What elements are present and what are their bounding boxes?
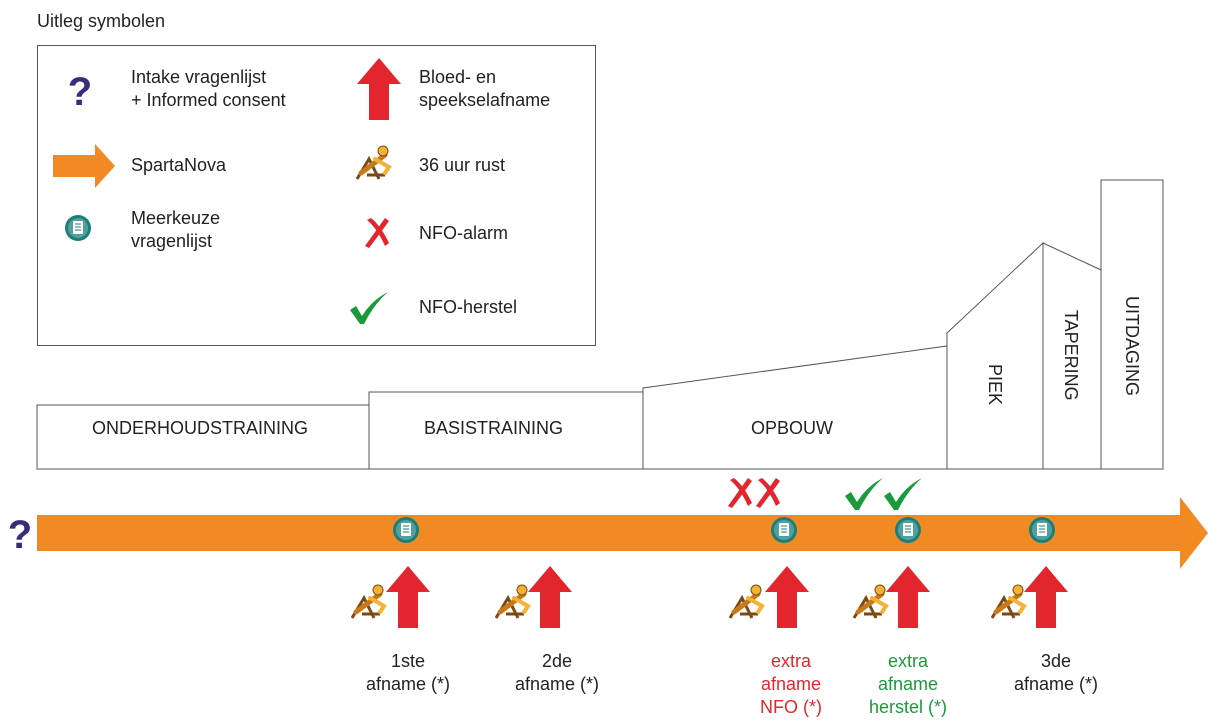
measurement-label-1-line2: afname (*): [365, 674, 451, 694]
measurement-arrow-4: [886, 566, 930, 628]
deckchair-icon-1: [352, 585, 384, 618]
measurement-label-5-line1: 3de: [1040, 651, 1072, 671]
deckchair-icon-4: [854, 585, 886, 618]
legend-title: Uitleg symbolen: [37, 11, 166, 31]
measurement-label-4-line2: afname: [877, 674, 939, 694]
phase-block-uitdaging: [1100, 179, 1164, 470]
legend-label-rust: 36 uur rust: [419, 155, 506, 175]
timeline-question-mark-icon: ?: [8, 513, 32, 557]
deckchair-icon: [357, 146, 389, 179]
measurement-arrow-2: [528, 566, 572, 628]
question-mark-icon: ?: [68, 70, 92, 114]
measurement-label-2: 2de afname (*): [497, 650, 617, 696]
legend-box: [37, 45, 596, 346]
red-up-arrow-icon: [357, 58, 401, 120]
phase-block-piek: [946, 241, 1044, 470]
legend-label-nfo-herstel: NFO-herstel: [419, 297, 518, 317]
deckchair-icon-5: [992, 585, 1024, 618]
red-cross-icon: [365, 218, 389, 248]
measurement-label-2-line2: afname (*): [514, 674, 600, 694]
phase-label-uitdaging: UITDAGING: [1122, 296, 1142, 397]
legend-label-meerkeuze: Meerkeuze vragenlijst: [131, 208, 221, 251]
timeline-questionnaire-icon-4: [1028, 516, 1056, 544]
timeline-red-cross-icon-2: [756, 478, 780, 508]
legend-label-spartanova: SpartaNova: [131, 155, 227, 175]
measurement-label-3-line2: afname: [760, 674, 822, 694]
timeline-questionnaire-icon-1: [392, 516, 420, 544]
timeline-questionnaire-icon-3: [894, 516, 922, 544]
measurement-label-3-line3: NFO (*): [760, 697, 822, 717]
questionnaire-icon: [64, 214, 92, 242]
measurement-label-1-line1: 1ste: [390, 651, 426, 671]
measurement-label-1: 1ste afname (*): [348, 650, 468, 696]
timeline-green-check-icon-1: [845, 478, 883, 510]
phase-block-basis: [368, 391, 644, 470]
timeline-green-check-icon-2: [884, 478, 922, 510]
measurement-arrow-3: [765, 566, 809, 628]
phase-label-tapering: TAPERING: [1061, 310, 1081, 401]
legend-label-intake: Intake vragenlijst + Informed consent: [131, 67, 286, 110]
orange-arrow-icon: [53, 144, 115, 188]
measurement-label-5-line2: afname (*): [1013, 674, 1099, 694]
measurement-label-2-line1: 2de: [541, 651, 573, 671]
measurement-arrow-1: [386, 566, 430, 628]
phase-label-piek: PIEK: [985, 364, 1005, 406]
measurement-arrow-5: [1024, 566, 1068, 628]
measurement-label-3: extra afname NFO (*): [731, 650, 851, 719]
green-check-icon: [350, 292, 388, 324]
measurement-label-3-line1: extra: [770, 651, 812, 671]
timeline-questionnaire-icon-2: [770, 516, 798, 544]
deckchair-icon-3: [730, 585, 762, 618]
deckchair-icon-2: [496, 585, 528, 618]
legend-label-bloed: Bloed- en speekselafname: [419, 67, 551, 110]
legend-label-nfo-alarm: NFO-alarm: [419, 223, 508, 243]
measurement-label-5: 3de afname (*): [996, 650, 1116, 696]
phase-label-onderhoud: ONDERHOUDSTRAINING: [92, 418, 309, 438]
measurement-label-4: extra afname herstel (*): [848, 650, 968, 719]
phase-block-opbouw: [642, 345, 948, 470]
measurement-label-4-line1: extra: [887, 651, 929, 671]
phase-label-basis: BASISTRAINING: [424, 418, 564, 438]
phase-label-opbouw: OPBOUW: [751, 418, 834, 438]
timeline-arrow: [37, 497, 1208, 569]
timeline-red-cross-icon-1: [728, 478, 752, 508]
measurement-label-4-line3: herstel (*): [868, 697, 948, 717]
